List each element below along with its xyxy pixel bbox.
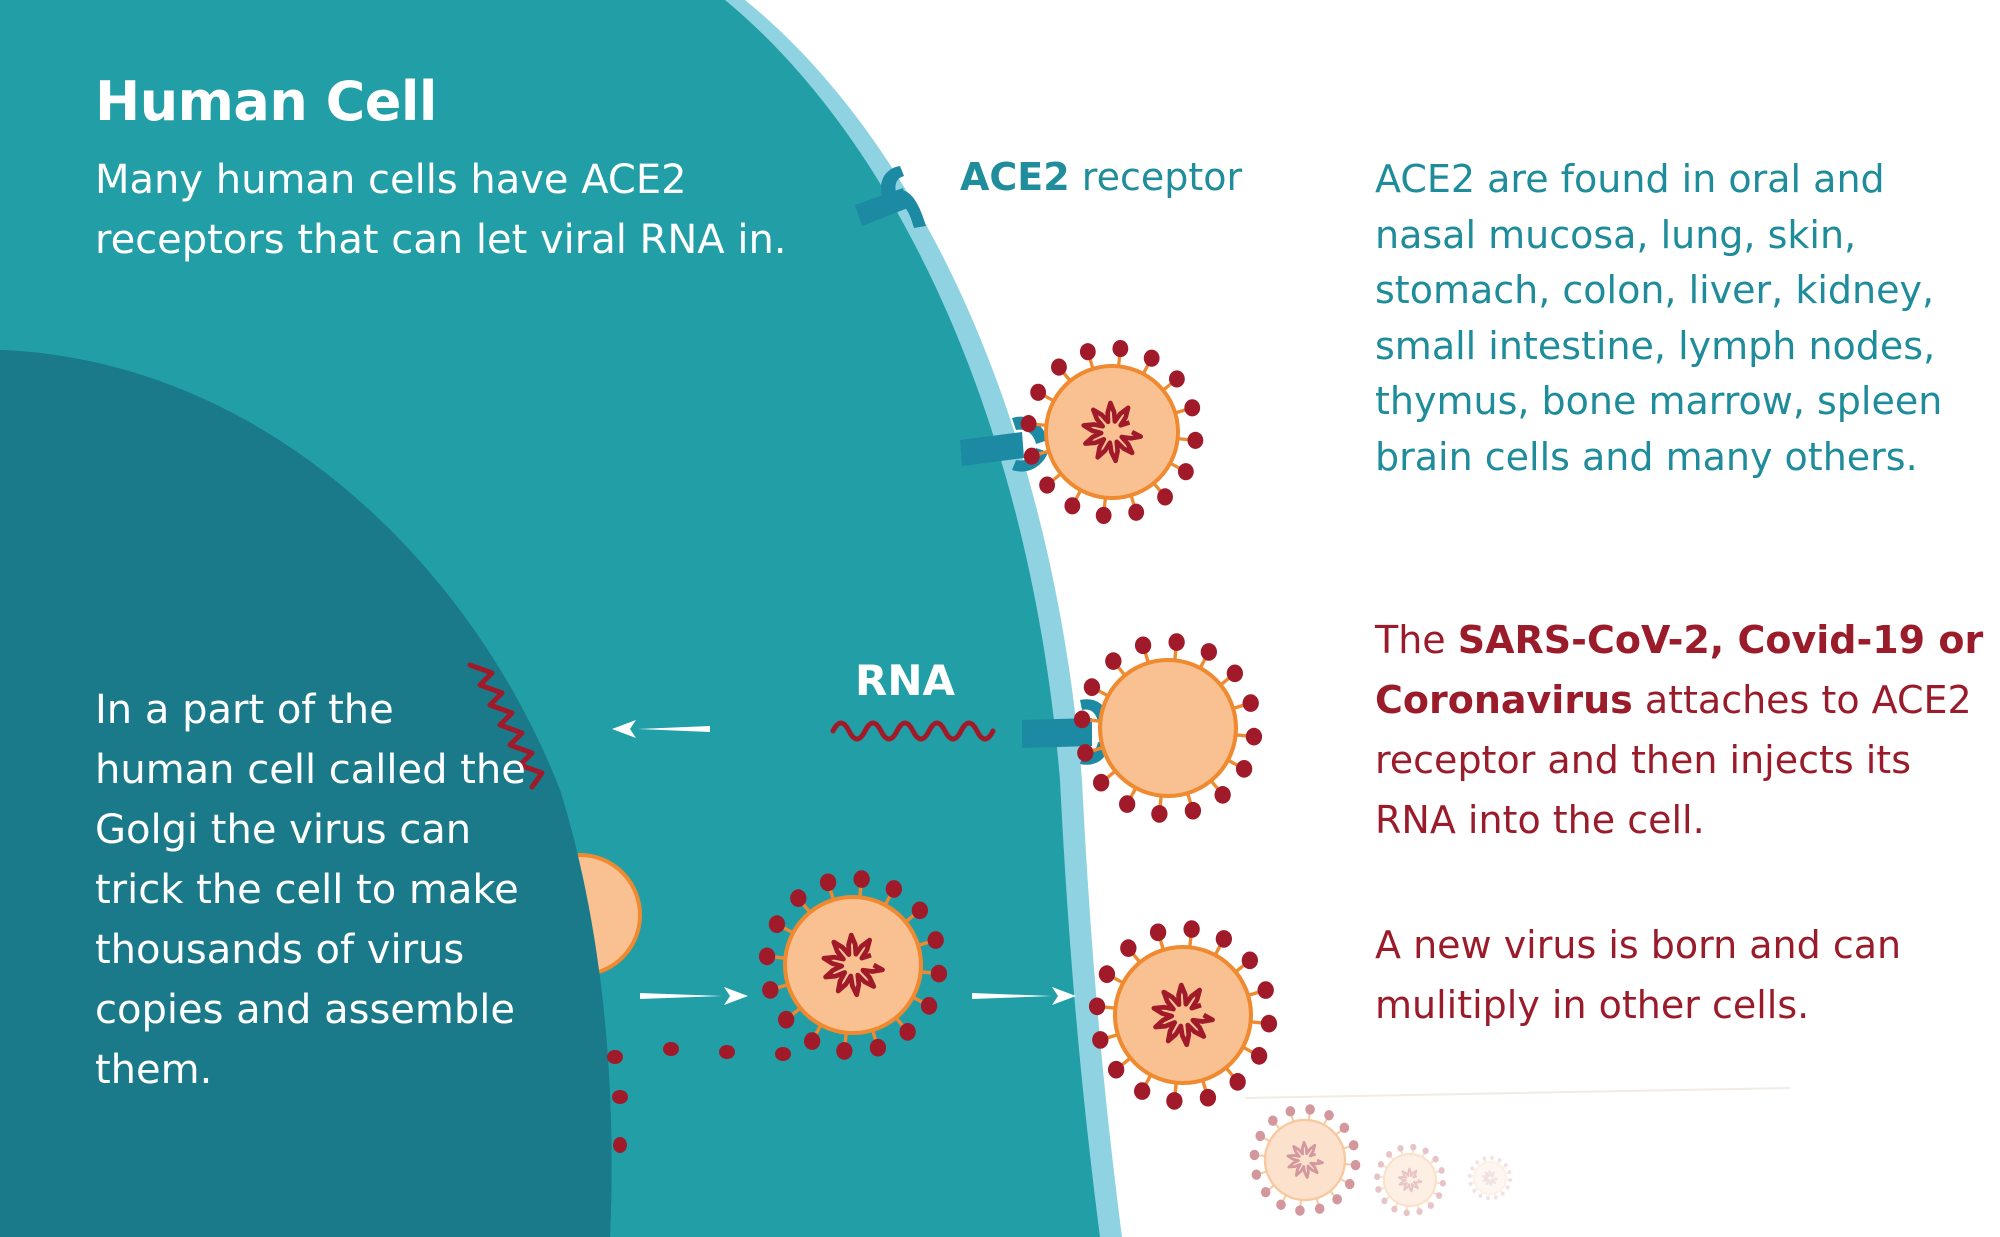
rna-strand-icon xyxy=(830,720,996,742)
ace2-receptor-label: ACE2 receptor xyxy=(960,155,1242,199)
ace2-label-bold: ACE2 xyxy=(960,155,1070,199)
virus-icon xyxy=(1374,1143,1446,1217)
page-title: Human Cell xyxy=(95,70,437,133)
sars-info-pre: The xyxy=(1375,618,1458,662)
virus-icon xyxy=(1088,920,1278,1110)
virus-icon xyxy=(758,870,948,1060)
ace2-info-text: ACE2 are found in oral and nasal mucosa,… xyxy=(1375,157,1943,479)
rna-strand-icon xyxy=(467,662,545,790)
spike-trail xyxy=(607,1042,791,1153)
arrow-right-icon xyxy=(972,987,1076,1005)
arrow-right-icon xyxy=(640,987,748,1005)
virus-icon xyxy=(1249,1104,1361,1216)
virus-icon xyxy=(1073,633,1263,823)
virus-icon xyxy=(1020,340,1204,524)
golgi-overlap xyxy=(0,350,612,1237)
golgi-text: In a part of the human cell called the G… xyxy=(95,687,526,1093)
ace2-label-rest: receptor xyxy=(1069,155,1243,199)
intro-text: Many human cells have ACE2 receptors tha… xyxy=(95,157,787,263)
sars-info-text: The SARS-CoV-2, Covid-19 or Coronavirus … xyxy=(1375,610,1995,850)
rna-label: RNA xyxy=(855,656,955,705)
sars-info-post: attaches to ACE2 receptor and then injec… xyxy=(1375,678,1972,842)
virus-icon xyxy=(1467,1155,1513,1201)
ace2-receptor-icon xyxy=(855,166,926,228)
arrow-left-icon xyxy=(612,720,710,738)
sars-info-bold: SARS-CoV-2, Covid-19 or Coronavirus xyxy=(1375,618,1984,722)
new-virus-text: A new virus is born and can mulitiply in… xyxy=(1375,923,1902,1027)
